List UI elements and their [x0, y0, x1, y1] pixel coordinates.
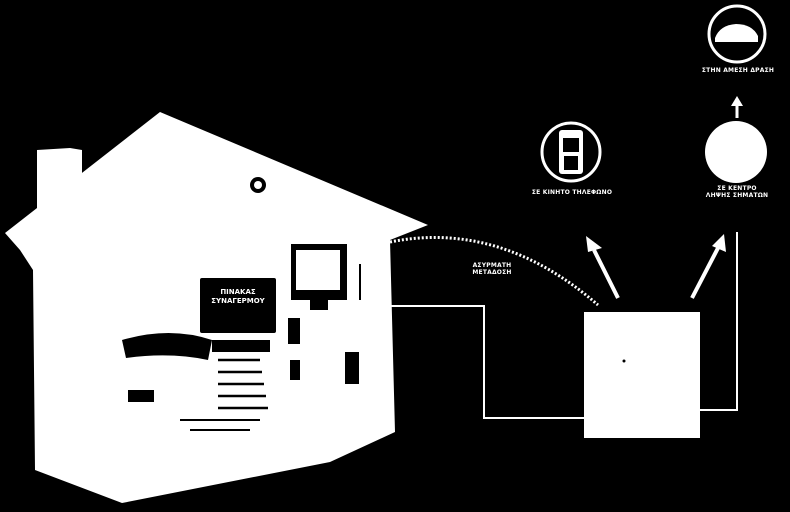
communicator-box-icon [584, 312, 700, 438]
mobile-phone-icon [540, 121, 602, 183]
to-rapid-response-label: ΣΤΗΝ ΑΜΕΣΗ ΔΡΑΣΗ [701, 67, 775, 74]
to-monitoring-center-label: ΣΕ ΚΕΝΤΡΟ ΛΗΨΗΣ ΣΗΜΑΤΩΝ [705, 185, 769, 199]
alarm-panel-label: ΠΙΝΑΚΑΣ ΣΥΝΑΓΕΡΜΟΥ [211, 288, 265, 305]
monitoring-center-icon [705, 121, 767, 183]
to-mobile-phone-label: ΣΕ ΚΙΝΗΤΟ ΤΗΛΕΦΩΝΟ [531, 189, 613, 196]
patrol-car-icon [707, 4, 767, 64]
house-interior [122, 177, 361, 431]
alarm-panel-box [200, 278, 276, 333]
wired-connection [390, 305, 584, 419]
wired-connection-right [700, 232, 738, 411]
wireless-transmission-label: ΑΣΥΡΜΑΤΗ ΜΕΤΑΔΟΣΗ [472, 262, 512, 276]
wireless-signal [389, 236, 599, 307]
arrows [586, 96, 743, 299]
